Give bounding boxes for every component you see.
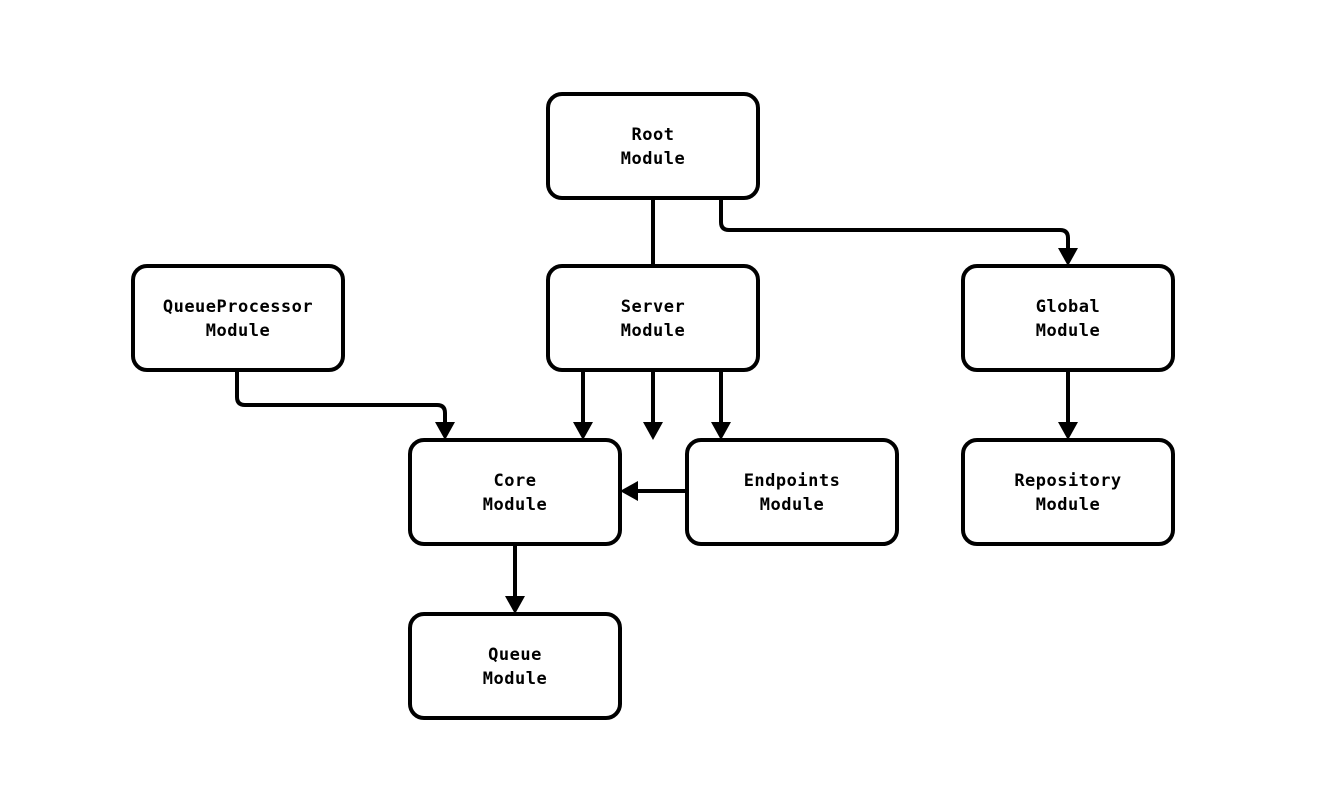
arrow-head-icon xyxy=(711,422,731,440)
node-box[interactable] xyxy=(546,264,760,372)
node-box[interactable] xyxy=(961,438,1175,546)
arrow-head-icon xyxy=(505,596,525,614)
edge-server-endpoints xyxy=(711,370,731,440)
arrow-head-icon xyxy=(1058,248,1078,266)
node-box[interactable] xyxy=(408,438,622,546)
node-label-line1: QueueProcessor xyxy=(163,297,313,317)
node-label-line2: Module xyxy=(1036,495,1100,515)
node-label-line1: Server xyxy=(621,297,685,317)
edge-core-queue xyxy=(505,544,525,614)
node-label-line1: Repository xyxy=(1014,471,1121,491)
node-label-line2: Module xyxy=(621,321,685,341)
arrow-head-icon xyxy=(620,481,638,501)
nodes-layer: RootModuleQueueProcessorModuleServerModu… xyxy=(131,92,1175,720)
node-label-line2: Module xyxy=(760,495,824,515)
node-label-line1: Global xyxy=(1036,297,1100,317)
node-label-line1: Queue xyxy=(488,645,542,665)
node-label-line2: Module xyxy=(483,495,547,515)
node-box[interactable] xyxy=(546,92,760,200)
edges-layer xyxy=(235,198,1078,614)
node-label-line2: Module xyxy=(206,321,270,341)
arrow-head-icon xyxy=(1058,422,1078,440)
node-box[interactable] xyxy=(131,264,345,372)
node-box[interactable] xyxy=(408,612,622,720)
edge-line xyxy=(235,370,447,422)
node-label-line2: Module xyxy=(621,149,685,169)
edge-endpoints-core xyxy=(620,481,687,501)
node-label-line2: Module xyxy=(1036,321,1100,341)
arrow-head-icon xyxy=(573,422,593,440)
node-box[interactable] xyxy=(961,264,1175,372)
node-box[interactable] xyxy=(685,438,899,546)
edge-global-repository xyxy=(1058,370,1078,440)
edge-server-core xyxy=(573,370,593,440)
node-label-line1: Core xyxy=(494,471,537,491)
node-label-line1: Root xyxy=(632,125,675,145)
edge-root-global xyxy=(719,198,1078,266)
arrow-head-icon xyxy=(643,422,663,440)
edge-line xyxy=(719,198,1070,248)
node-label-line1: Endpoints xyxy=(744,471,841,491)
edge-queueprocessor-core xyxy=(235,370,455,440)
node-label-line2: Module xyxy=(483,669,547,689)
arrow-head-icon xyxy=(435,422,455,440)
